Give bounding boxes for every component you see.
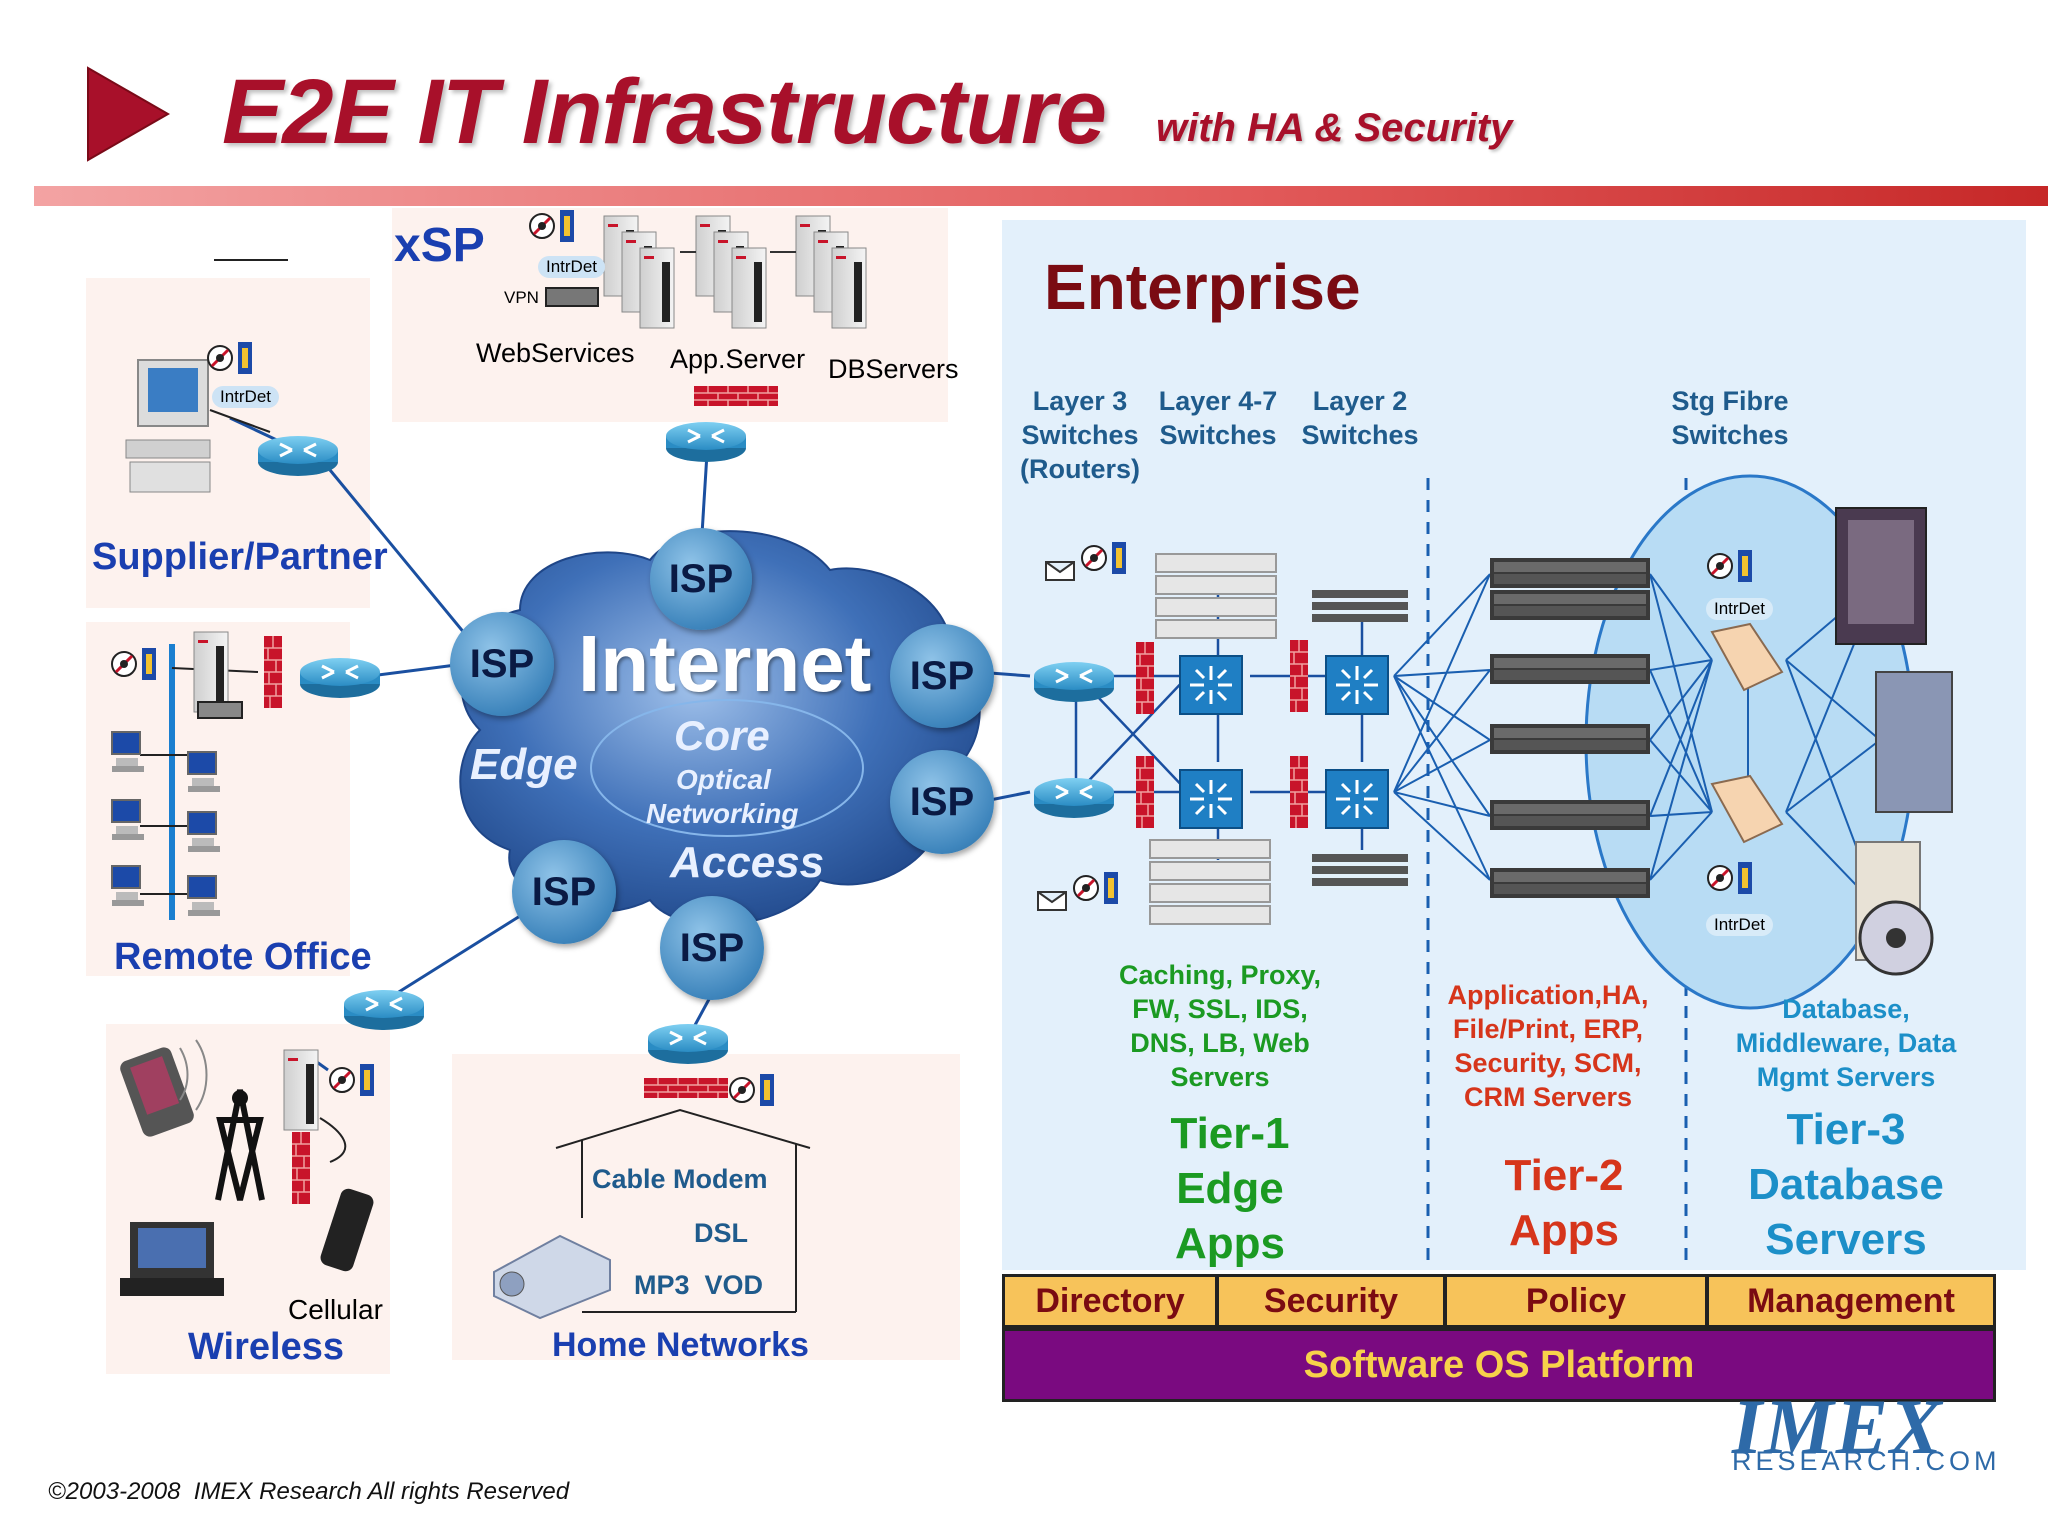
remote-office-label: Remote Office (114, 936, 372, 978)
networking-label: Networking (646, 798, 799, 829)
home-devices (493, 1022, 811, 1320)
wireless-label: Wireless (188, 1326, 344, 1368)
supplier-intrdet-label: IntrDet (212, 386, 280, 408)
enterprise-intrdet-bottom: IntrDet (1706, 914, 1774, 936)
enterprise-intrdet-top: IntrDet (1706, 598, 1774, 620)
isp-lower-left: ISP (512, 840, 616, 944)
software-os-platform: Software OS Platform (1002, 1328, 1996, 1402)
title-arrow-icon (87, 66, 171, 162)
tier1-description: Caching, Proxy,FW, SSL, IDS, DNS, LB, We… (1118, 960, 1322, 1092)
xsp-vpn-label: VPN (504, 288, 539, 307)
xsp-servers (528, 208, 867, 464)
imex-logo-subtext: RESEARCH.COM (1732, 1446, 2001, 1476)
internet-cloud (459, 530, 981, 926)
dbservers-label: DBServers (828, 354, 959, 384)
imex-logo-text: IMEX (1732, 1383, 1944, 1470)
optical-label: Optical (676, 764, 771, 795)
core-label: Core (674, 712, 770, 759)
cellular-label: Cellular (288, 1294, 383, 1325)
page-title: E2E IT Infrastructure (222, 61, 1107, 163)
supplier-label: Supplier/Partner (92, 536, 388, 578)
directory-service: Directory (1002, 1274, 1218, 1328)
supplier-devices (125, 340, 340, 493)
mp3-vod-label: MP3 VOD (634, 1270, 764, 1300)
isp-left: ISP (450, 612, 554, 716)
access-label: Access (670, 838, 825, 887)
isp-top: ISP (650, 528, 752, 630)
internet-label: Internet (578, 619, 872, 708)
page-subtitle: with HA & Security (1156, 106, 1513, 150)
webservices-label: WebServices (476, 338, 635, 368)
copyright: ©2003-2008 IMEX Research All rights Rese… (48, 1478, 570, 1505)
cable-modem-label: Cable Modem (592, 1164, 768, 1194)
isp-right-lower: ISP (890, 750, 994, 854)
isp-right-upper: ISP (890, 624, 994, 728)
dsl-label: DSL (694, 1218, 748, 1248)
isp-bottom: ISP (660, 896, 764, 1000)
enterprise-label: Enterprise (1044, 251, 1361, 323)
security-service: Security (1216, 1274, 1446, 1328)
policy-service: Policy (1444, 1274, 1708, 1328)
tier2-description: Application,HA,File/Print, ERP, Security… (1447, 980, 1649, 1112)
appserver-label: App.Server (670, 344, 806, 374)
management-service: Management (1706, 1274, 1996, 1328)
edge-label: Edge (470, 740, 578, 789)
wireless-devices (120, 988, 426, 1296)
home-networks-label: Home Networks (552, 1326, 809, 1364)
enterprise-network (1032, 474, 1953, 1262)
xsp-label: xSP (394, 219, 485, 272)
xsp-intrdet-label: IntrDet (538, 256, 606, 278)
title-rule (34, 186, 2048, 206)
remote-devices (110, 631, 382, 917)
